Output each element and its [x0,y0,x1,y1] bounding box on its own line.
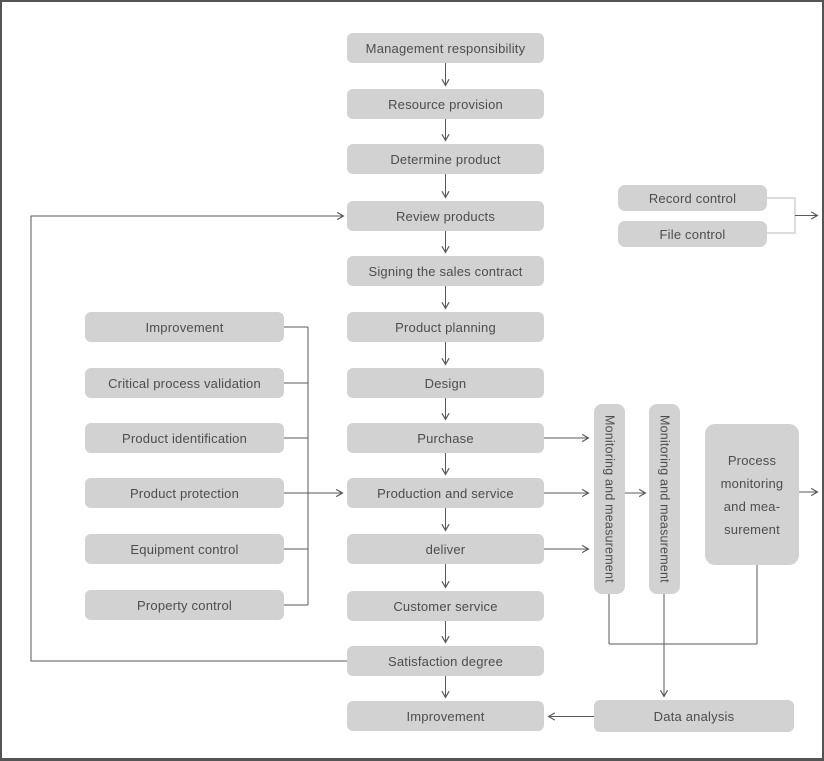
flow-box-resource-provision: Resource provision [347,89,544,119]
flow-box-review-products: Review products [347,201,544,231]
flow-box-customer-service: Customer service [347,591,544,621]
data-analysis-box: Data analysis [594,700,794,732]
process-box-line: Process [727,452,777,468]
support-box-improvement: Improvement [85,312,284,342]
flow-box-product-planning: Product planning [347,312,544,342]
flow-box-purchase: Purchase [347,423,544,453]
record-control-box: Record control [618,185,767,211]
flow-box-management-responsibility: Management responsibility [347,33,544,63]
process-box-line: surement [724,521,780,537]
flow-box-improvement: Improvement [347,701,544,731]
bottom-collector-lines [608,565,758,698]
process-box-line: monitoring [720,475,784,491]
process-monitoring-box: Process monitoring and mea- surement [705,424,799,565]
file-control-box: File control [618,221,767,247]
flow-box-satisfaction-degree: Satisfaction degree [347,646,544,676]
record-file-bracket [767,197,819,234]
monitoring-measurement-box-1: Monitoring and measurement [594,404,625,594]
process-box-line: and mea- [723,498,781,514]
support-box-equipment-control: Equipment control [85,534,284,564]
support-box-product-protection: Product protection [85,478,284,508]
support-box-product-identification: Product identification [85,423,284,453]
support-box-property-control: Property control [85,590,284,620]
flow-box-determine-product: Determine product [347,144,544,174]
support-connector-lines [284,326,344,606]
monitoring-measurement-box-2: Monitoring and measurement [649,404,680,594]
flow-box-signing-sales-contract: Signing the sales contract [347,256,544,286]
flow-box-design: Design [347,368,544,398]
support-box-critical-process-validation: Critical process validation [85,368,284,398]
flow-box-production-and-service: Production and service [347,478,544,508]
flow-box-deliver: deliver [347,534,544,564]
